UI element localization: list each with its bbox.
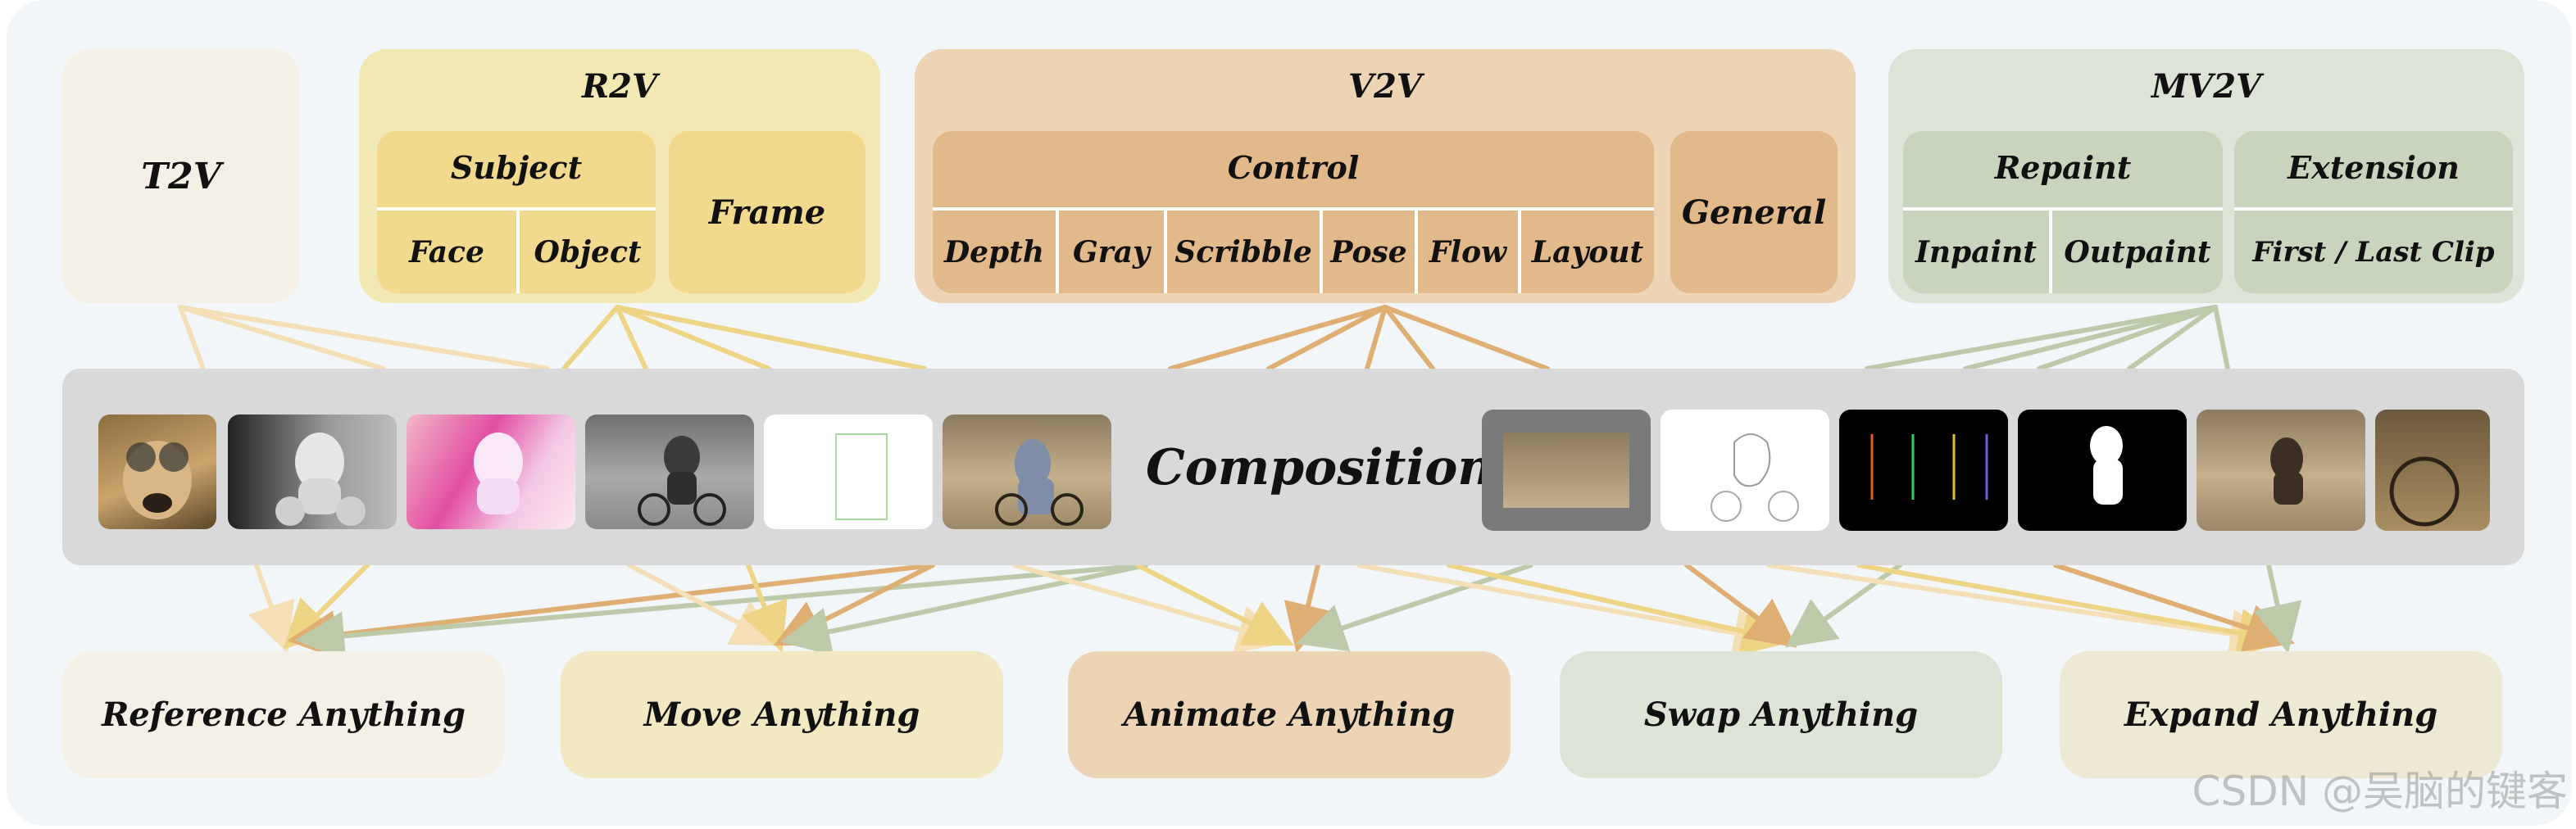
layout-cell: Layout (1531, 234, 1644, 270)
thumbnail-dog-face (98, 414, 216, 529)
control-divider (933, 207, 1654, 211)
flow-cell: Flow (1429, 234, 1507, 270)
connector-lines (178, 305, 2302, 661)
thumbnail-outpaint (1482, 410, 1651, 531)
control-group: Control Depth Gray Scribble Pose Flow La… (933, 131, 1654, 293)
v2v-title: V2V (1348, 67, 1422, 106)
thumbnail-depth (228, 414, 397, 529)
animate-anything-box: Animate Anything (1068, 651, 1511, 778)
mv2v-box: MV2V Repaint Inpaint Outpaint Extension … (1888, 49, 2524, 303)
thumbnail-pose (1839, 410, 2008, 531)
reference-anything-box: Reference Anything (62, 651, 505, 778)
composition-label: Composition (1146, 439, 1493, 496)
subject-title: Subject (450, 149, 583, 186)
thumbnail-layout (764, 414, 933, 529)
move-anything-label: Move Anything (643, 695, 920, 734)
animate-anything-label: Animate Anything (1123, 695, 1456, 734)
mv2v-title: MV2V (2151, 67, 2262, 106)
general-title: General (1681, 193, 1827, 232)
first-last-clip-cell: First / Last Clip (2252, 235, 2495, 269)
scribble-cell: Scribble (1174, 234, 1312, 270)
v2v-box: V2V Control Depth Gray Scribble Pose Flo… (915, 49, 1856, 303)
thumbnail-gray (585, 414, 754, 529)
reference-anything-label: Reference Anything (102, 695, 466, 734)
t2v-title: T2V (141, 156, 221, 197)
face-cell: Face (409, 234, 484, 270)
subject-group: Subject Face Object (377, 131, 656, 293)
swap-anything-label: Swap Anything (1643, 695, 1919, 734)
extension-title: Extension (2288, 149, 2460, 186)
extension-group: Extension First / Last Clip (2234, 131, 2513, 293)
expand-anything-box: Expand Anything (2060, 651, 2502, 778)
r2v-box: R2V Subject Face Object Frame (359, 49, 880, 303)
t2v-box: T2V (62, 49, 300, 303)
frame-box: Frame (669, 131, 865, 293)
thumbnail-mask (2018, 410, 2187, 531)
watermark-text: CSDN @吴脑的键客 (2192, 768, 2568, 815)
r2v-title: R2V (581, 67, 658, 106)
depth-cell: Depth (943, 234, 1045, 270)
object-cell: Object (534, 234, 642, 270)
frame-title: Frame (708, 193, 826, 232)
expand-anything-label: Expand Anything (2124, 695, 2438, 734)
thumbnail-extension (2375, 410, 2490, 531)
move-anything-box: Move Anything (561, 651, 1003, 778)
thumbnail-general (943, 414, 1111, 529)
control-title: Control (1227, 149, 1360, 186)
pose-cell: Pose (1330, 234, 1407, 270)
swap-anything-box: Swap Anything (1560, 651, 2002, 778)
thumbnail-flow (407, 414, 575, 529)
subject-divider (377, 207, 656, 211)
general-box: General (1670, 131, 1838, 293)
repaint-group: Repaint Inpaint Outpaint (1903, 131, 2223, 293)
inpaint-cell: Inpaint (1915, 234, 2037, 270)
diagram-canvas: T2V R2V Subject Face Object Frame V2V Co… (7, 0, 2572, 826)
repaint-title: Repaint (1994, 149, 2132, 186)
outpaint-cell: Outpaint (2064, 234, 2211, 270)
gray-cell: Gray (1073, 234, 1150, 270)
thumbnail-scribble (1661, 410, 1829, 531)
thumbnail-repaint (2197, 410, 2365, 531)
